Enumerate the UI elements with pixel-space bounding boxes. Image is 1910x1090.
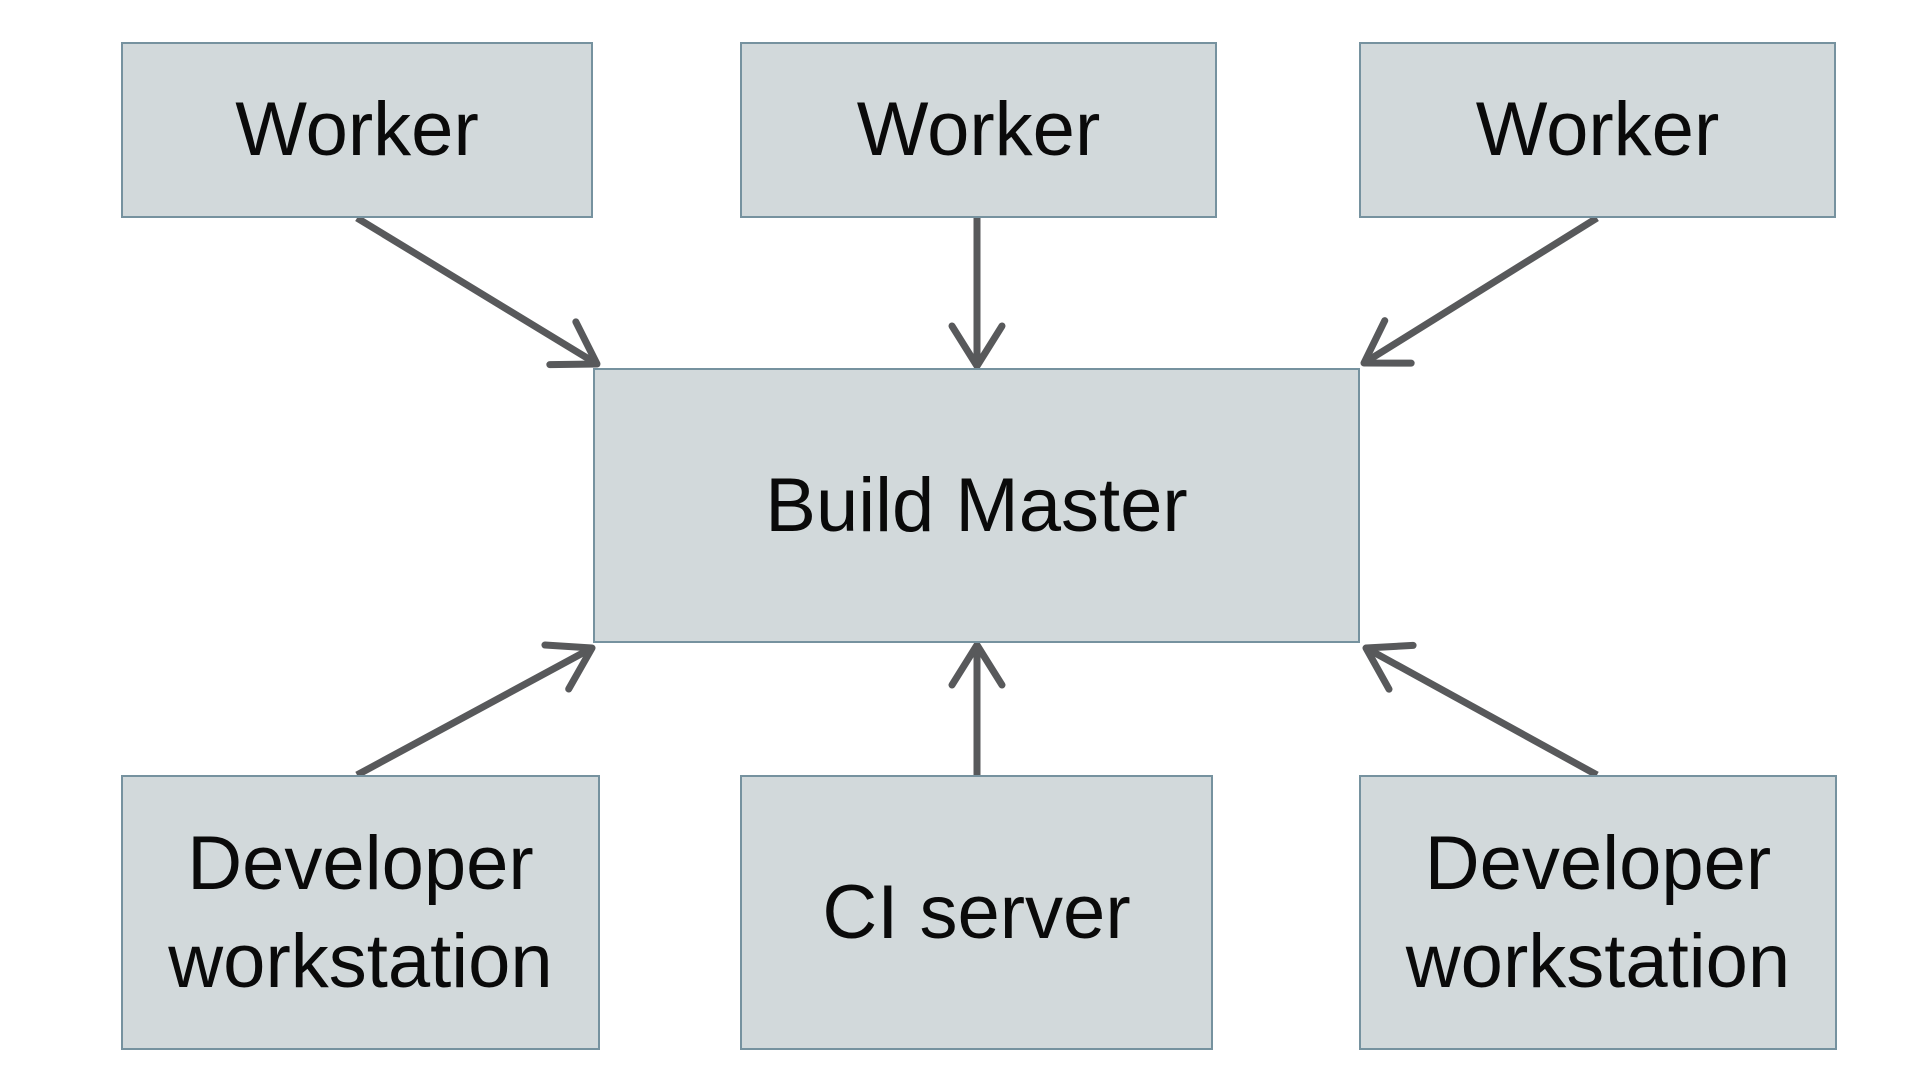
node-worker-2: Worker xyxy=(740,42,1217,218)
node-build-master: Build Master xyxy=(593,368,1360,643)
node-dev-workstation-1: Developer workstation xyxy=(121,775,600,1050)
edge-dev-workstation-1-to-build-master xyxy=(355,641,596,779)
node-ci-server: CI server xyxy=(740,775,1213,1050)
node-label-worker-1: Worker xyxy=(235,87,479,173)
edge-dev-workstation-2-to-build-master xyxy=(1362,641,1599,779)
node-label-dev-workstation-1: Developer workstation xyxy=(168,821,553,1004)
node-dev-workstation-2: Developer workstation xyxy=(1359,775,1837,1050)
node-worker-1: Worker xyxy=(121,42,593,218)
node-label-dev-workstation-2: Developer workstation xyxy=(1405,821,1791,1004)
node-worker-3: Worker xyxy=(1359,42,1836,218)
edge-worker-3-to-build-master xyxy=(1360,215,1599,367)
node-label-worker-2: Worker xyxy=(856,87,1101,173)
node-label-ci-server: CI server xyxy=(822,869,1131,955)
edge-worker-1-to-build-master xyxy=(355,215,601,369)
node-label-build-master: Build Master xyxy=(765,462,1188,548)
node-label-worker-3: Worker xyxy=(1475,87,1720,173)
